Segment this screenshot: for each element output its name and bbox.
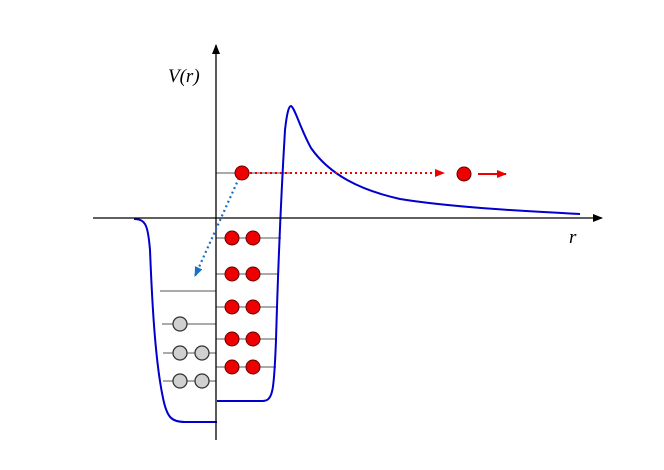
electron (224, 331, 240, 347)
y-axis-label: V(r) (168, 66, 200, 87)
electron (245, 266, 261, 282)
empty-state (172, 316, 188, 332)
electron (245, 230, 261, 246)
empty-state (172, 373, 188, 389)
excited-electron (234, 165, 250, 181)
escaped-electron (456, 166, 472, 182)
electrons (224, 230, 261, 375)
electron (224, 359, 240, 375)
electron (245, 359, 261, 375)
left-well-levels (160, 290, 216, 382)
electron (224, 299, 240, 315)
empty-state (194, 373, 210, 389)
electron (224, 230, 240, 246)
empty-state (172, 345, 188, 361)
empty-states (172, 316, 210, 389)
empty-state (194, 345, 210, 361)
potential-curve (133, 104, 581, 423)
electron (245, 299, 261, 315)
electron (224, 266, 240, 282)
electron (245, 331, 261, 347)
tunnel-path-arrow (193, 177, 241, 277)
x-axis-label: r (569, 227, 577, 248)
